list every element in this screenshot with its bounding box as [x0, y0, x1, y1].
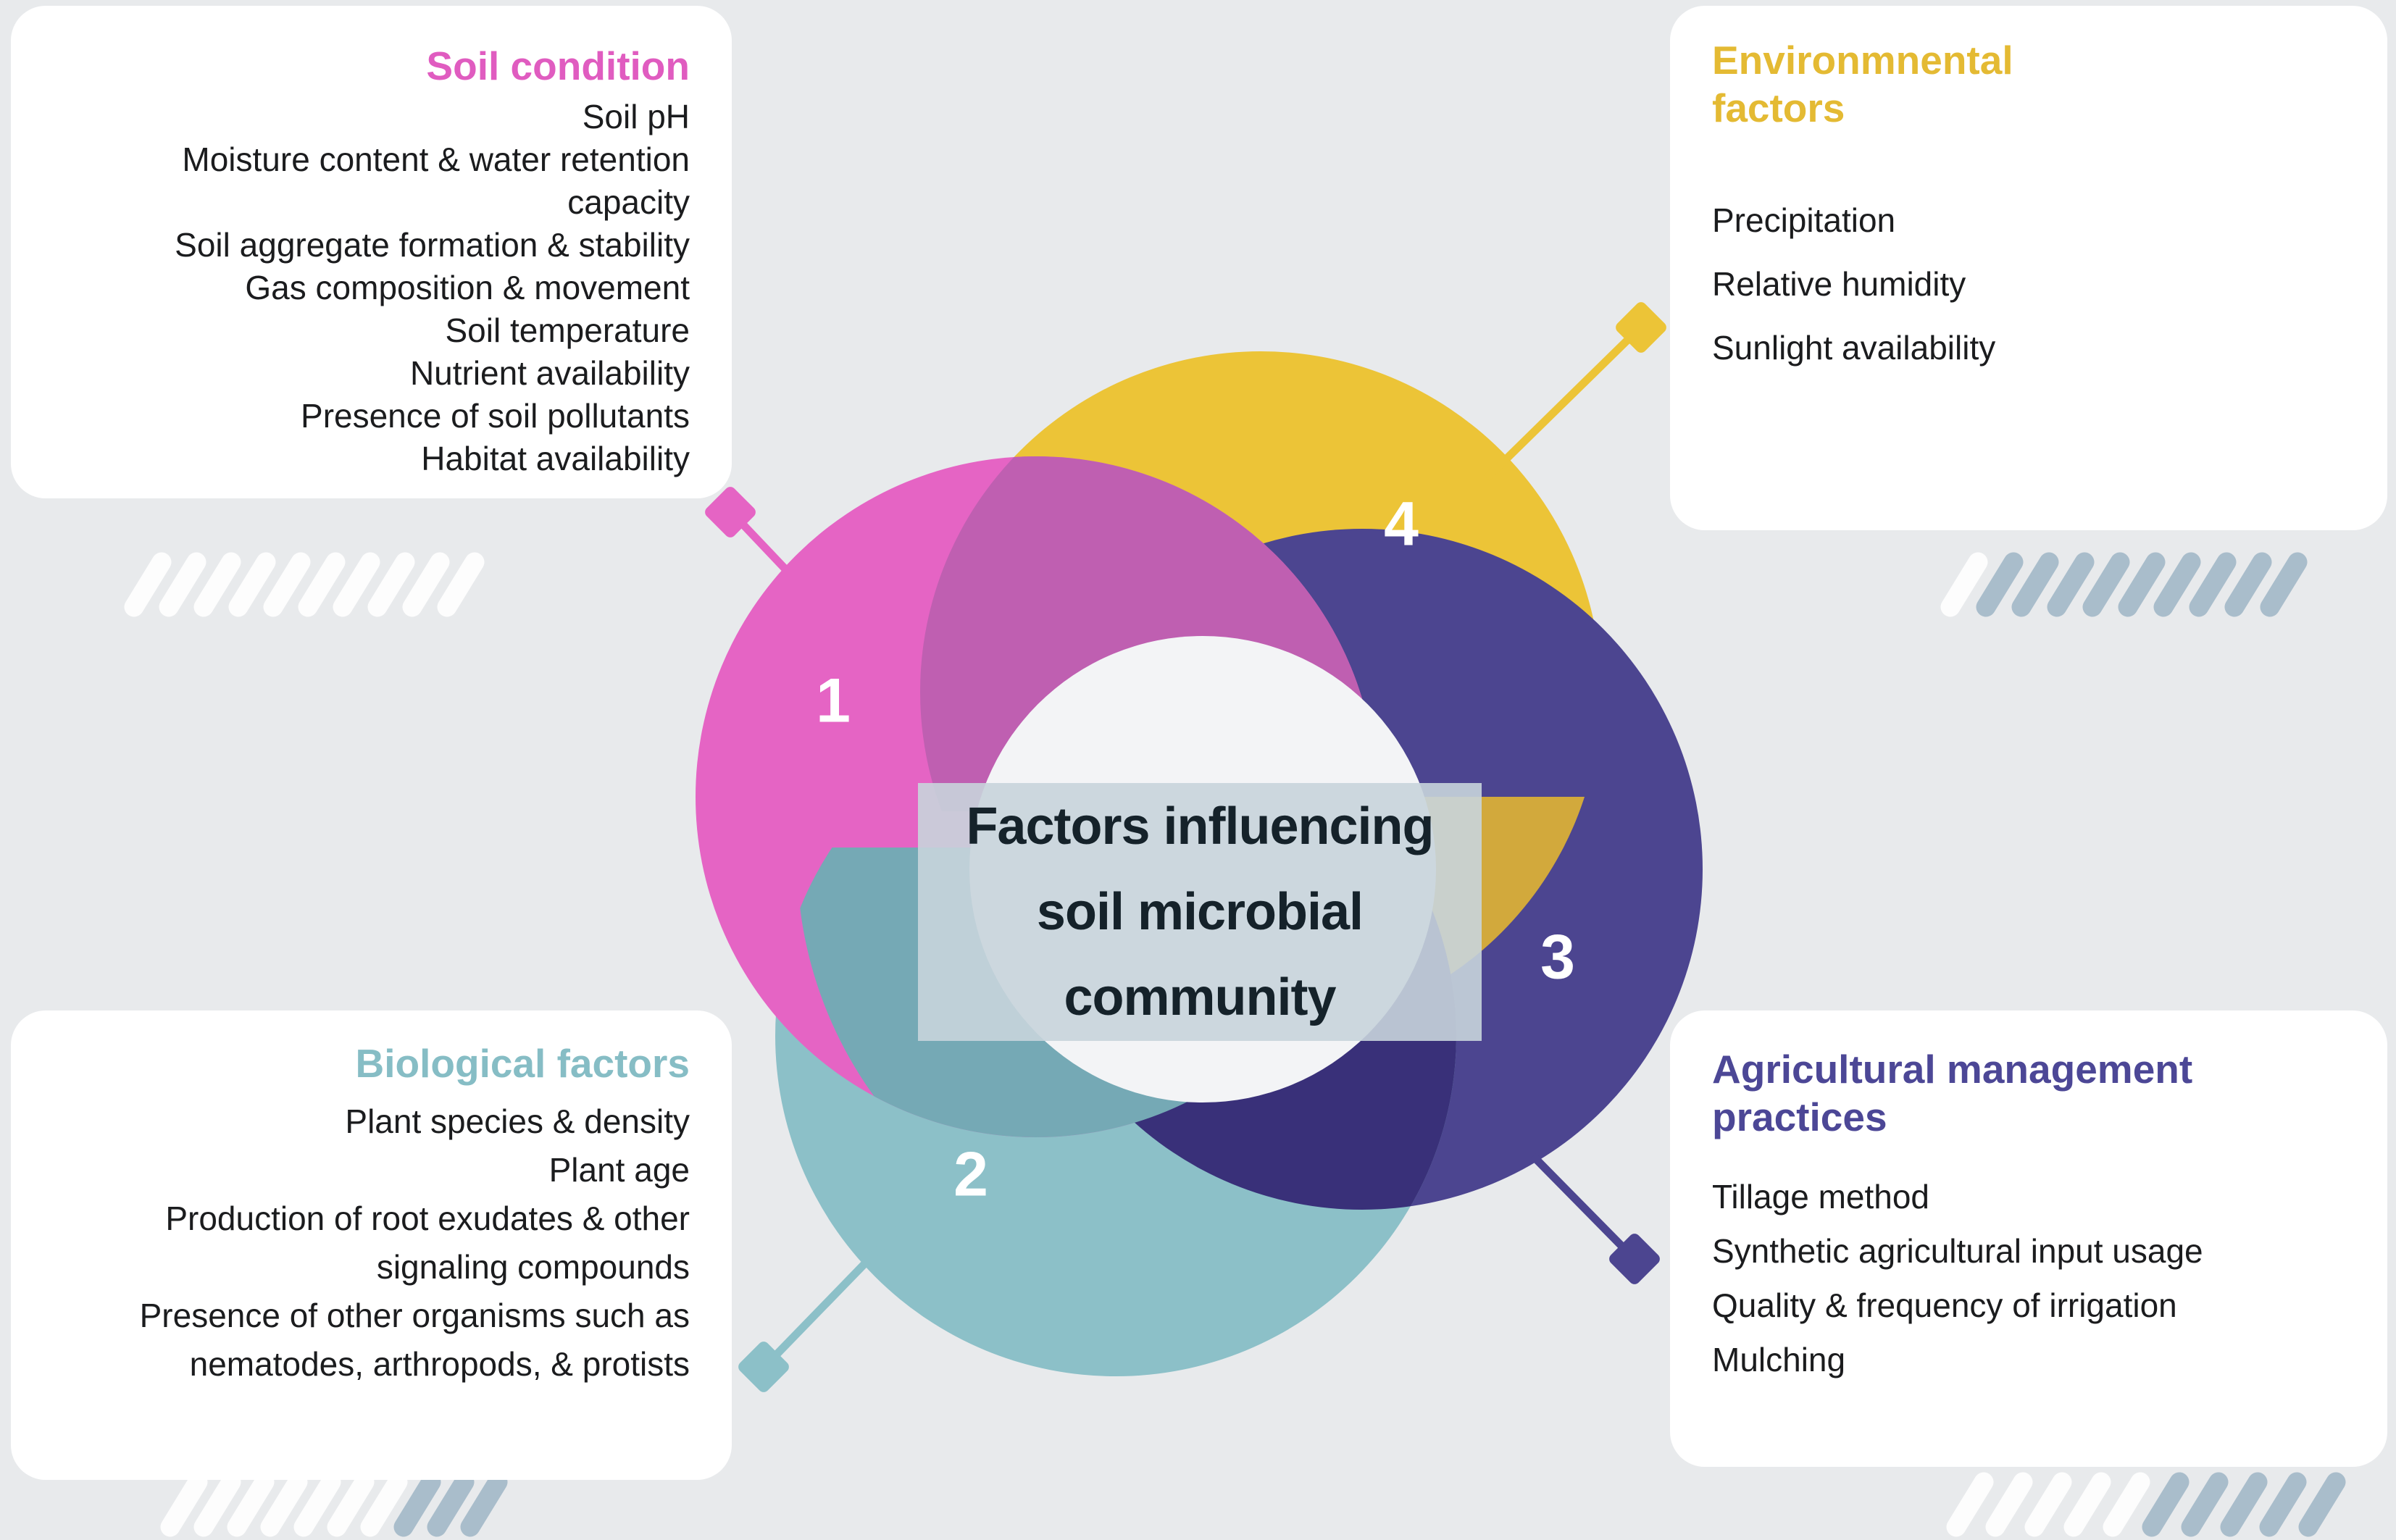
list-item: Tillage method [1712, 1178, 1930, 1215]
hatch-top-left [124, 552, 485, 617]
list-item: capacity [567, 183, 690, 221]
environmental-factors-list: Precipitation Relative humidity Sunlight… [1712, 188, 2366, 380]
list-item: Plant age [548, 1151, 690, 1189]
hatch-bottom-right-slate [2142, 1472, 2346, 1537]
list-item: Soil aggregate formation & stability [175, 226, 690, 264]
list-item: Plant species & density [345, 1102, 690, 1140]
list-item: Precipitation [1712, 201, 1896, 239]
agricultural-practices-list: Tillage method Synthetic agricultural in… [1712, 1170, 2366, 1387]
ring-number-teal: 2 [953, 1139, 988, 1210]
list-item: Presence of soil pollutants [301, 397, 690, 435]
list-item: nematodes, arthropods, & protists [189, 1345, 690, 1383]
connector-line-yellow [1484, 329, 1639, 481]
list-item: Quality & frequency of irrigation [1712, 1286, 2177, 1324]
hatch-top-right-slate [1976, 552, 2308, 617]
list-item: Production of root exudates & other [165, 1200, 690, 1237]
list-item: Habitat availability [421, 440, 690, 477]
biological-factors-title: Biological factors [355, 1041, 690, 1086]
connector-diamond-pink-icon [705, 487, 756, 537]
ring-number-pink: 1 [816, 666, 851, 736]
list-item: Synthetic agricultural input usage [1712, 1232, 2203, 1270]
list-item: Soil pH [582, 98, 690, 135]
hatch-bottom-left-white [160, 1472, 408, 1537]
connector-line-indigo [1530, 1153, 1632, 1256]
environmental-factors-card: Environmnental factors Precipitation Rel… [1670, 6, 2387, 530]
agricultural-practices-title: Agricultural management practices [1712, 1047, 2193, 1139]
soil-condition-card: Soil condition Soil pH Moisture content … [11, 6, 732, 498]
soil-condition-list: Soil pH Moisture content & water retenti… [40, 96, 690, 480]
ring-number-yellow: 4 [1384, 489, 1419, 559]
ring-number-indigo: 3 [1540, 922, 1575, 992]
agricultural-practices-card: Agricultural management practices Tillag… [1670, 1010, 2387, 1467]
connector-line-pink [733, 514, 819, 604]
connectors [733, 329, 1639, 1365]
center-title-line: soil microbial [1036, 883, 1364, 941]
connector-line-teal [767, 1211, 916, 1365]
list-item: Nutrient availability [409, 354, 690, 392]
list-item: Sunlight availability [1712, 329, 1996, 367]
center-title-line: Factors influencing [966, 798, 1434, 855]
list-item: Relative humidity [1712, 265, 1966, 303]
connector-diamond-teal-icon [738, 1342, 789, 1392]
hatch-bottom-left-slate [393, 1472, 508, 1537]
biological-factors-card: Biological factors Plant species & densi… [11, 1010, 732, 1480]
list-item: Presence of other organisms such as [139, 1297, 690, 1334]
connector-diamond-yellow-icon [1616, 302, 1666, 353]
list-item: Gas composition & movement [245, 269, 690, 306]
center-title-panel: Factors influencing soil microbial commu… [918, 783, 1482, 1041]
biological-factors-list: Plant species & density Plant age Produc… [40, 1097, 690, 1389]
list-item: Soil temperature [445, 311, 690, 349]
soil-condition-title: Soil condition [426, 43, 690, 88]
hatch-bottom-right-white [1946, 1472, 2150, 1537]
list-item: signaling compounds [376, 1248, 690, 1286]
connector-diamond-indigo-icon [1609, 1234, 1660, 1284]
hatch-top-right-white [1940, 552, 1988, 617]
list-item: Mulching [1712, 1341, 1846, 1378]
environmental-factors-title: Environmnental factors [1712, 38, 2013, 130]
center-title-line: community [1064, 968, 1336, 1026]
list-item: Moisture content & water retention [182, 141, 690, 178]
